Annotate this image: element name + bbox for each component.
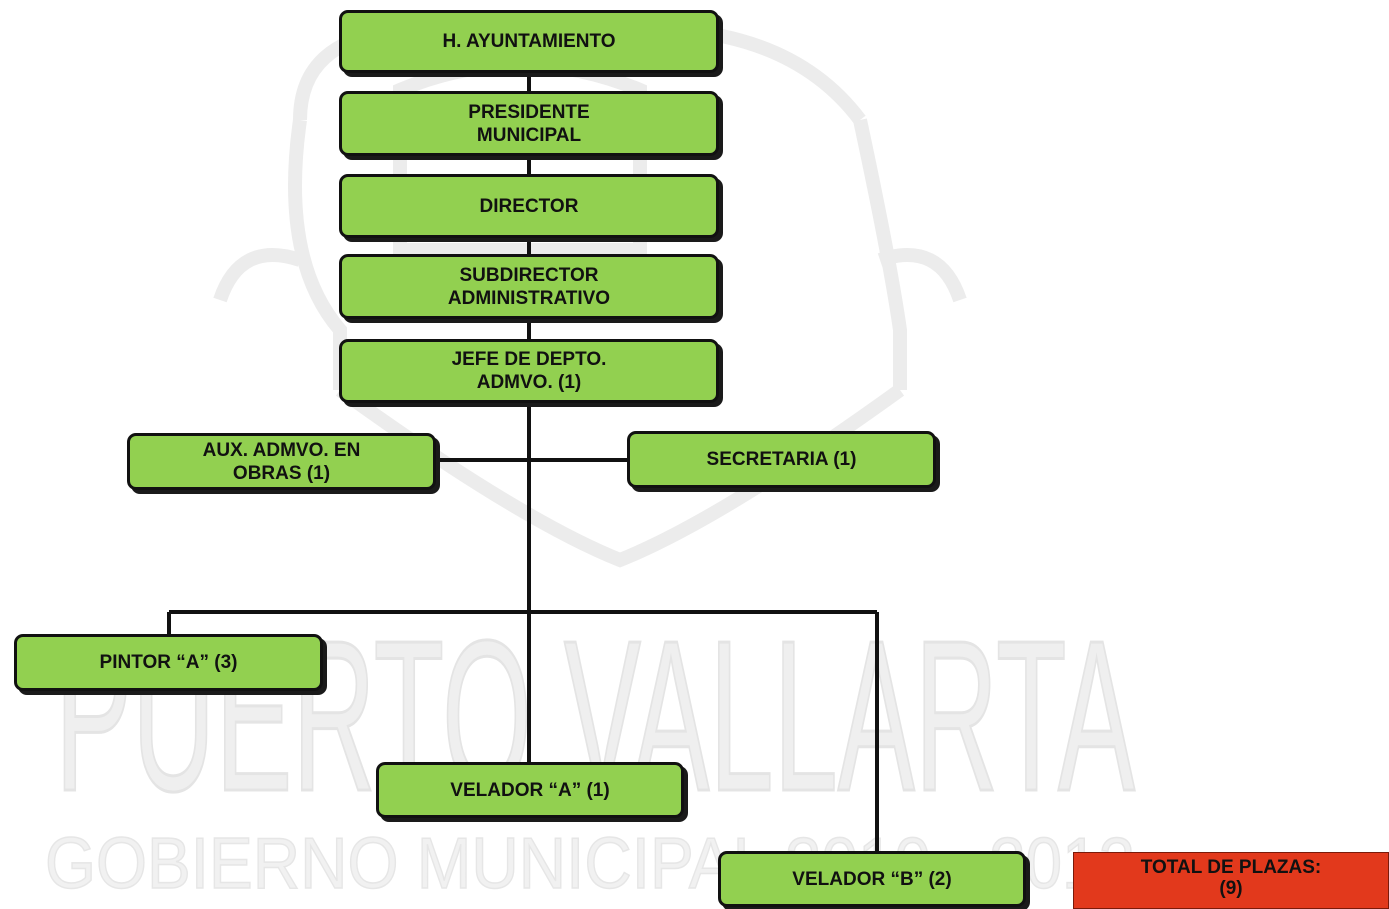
- node-presidente-municipal: PRESIDENTE MUNICIPAL: [339, 91, 719, 156]
- node-label: PRESIDENTE MUNICIPAL: [468, 101, 590, 146]
- node-subdirector-administrativo: SUBDIRECTOR ADMINISTRATIVO: [339, 254, 719, 319]
- node-label: H. AYUNTAMIENTO: [442, 31, 616, 52]
- node-director: DIRECTOR: [339, 174, 719, 238]
- node-label: PINTOR “A” (3): [99, 652, 238, 673]
- node-label: AUX. ADMVO. EN OBRAS (1): [202, 439, 361, 484]
- node-label: VELADOR “A” (1): [450, 779, 610, 801]
- node-h-ayuntamiento: H. AYUNTAMIENTO: [339, 10, 719, 73]
- node-secretaria: SECRETARIA (1): [627, 431, 936, 488]
- node-label: VELADOR “B” (2): [792, 868, 952, 890]
- node-pintor-a: PINTOR “A” (3): [14, 634, 323, 691]
- node-jefe-depto-admvo: JEFE DE DEPTO. ADMVO. (1): [339, 339, 719, 403]
- total-plazas-label: TOTAL DE PLAZAS: (9): [1140, 857, 1322, 899]
- node-aux-admvo-obras: AUX. ADMVO. EN OBRAS (1): [127, 433, 436, 490]
- node-velador-b: VELADOR “B” (2): [718, 851, 1026, 907]
- node-label: SUBDIRECTOR ADMINISTRATIVO: [447, 264, 611, 309]
- node-velador-a: VELADOR “A” (1): [376, 762, 684, 818]
- total-plazas-box: TOTAL DE PLAZAS: (9): [1073, 852, 1389, 909]
- node-label: DIRECTOR: [479, 195, 579, 217]
- node-label: JEFE DE DEPTO. ADMVO. (1): [451, 349, 607, 393]
- node-label: SECRETARIA (1): [706, 449, 857, 470]
